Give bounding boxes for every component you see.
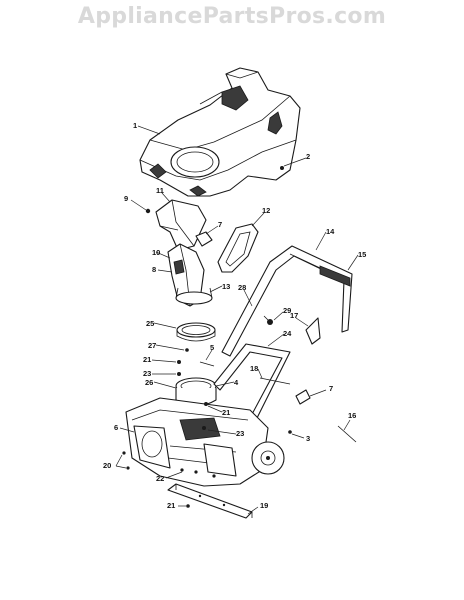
callout-28: 28 xyxy=(238,283,246,292)
part-5-screw[interactable] xyxy=(199,361,215,367)
callout-16: 16 xyxy=(348,411,356,420)
callout-2: 2 xyxy=(306,152,310,161)
part-27-bolt[interactable] xyxy=(185,348,189,352)
part-21-nut-lower[interactable] xyxy=(186,504,190,508)
leader-lines xyxy=(115,125,359,515)
part-23-washer-mid[interactable] xyxy=(202,426,206,430)
part-15-handle-grip[interactable] xyxy=(319,265,351,287)
callout-23-upper: 23 xyxy=(143,369,151,378)
callout-7-lower: 7 xyxy=(329,384,333,393)
callout-4: 4 xyxy=(234,378,239,387)
part-2-screw[interactable] xyxy=(280,166,284,170)
callout-14: 14 xyxy=(326,227,335,236)
part-13-chute-base[interactable] xyxy=(175,287,213,305)
part-21-nut-upper[interactable] xyxy=(177,360,181,364)
part-21-nut-mid[interactable] xyxy=(204,402,208,406)
callout-9: 9 xyxy=(124,194,128,203)
callout-24: 24 xyxy=(283,329,292,338)
callout-13: 13 xyxy=(222,282,230,291)
callout-29: 29 xyxy=(283,306,291,315)
part-7-lower-clip[interactable] xyxy=(295,389,311,405)
callout-27: 27 xyxy=(148,341,156,350)
part-11-chute-deflector[interactable] xyxy=(155,199,207,251)
part-19-scraper-bar[interactable] xyxy=(167,483,253,519)
callout-21-upper: 21 xyxy=(143,355,151,364)
callout-17: 17 xyxy=(290,311,298,320)
part-23-washer-upper[interactable] xyxy=(177,372,181,376)
callout-6: 6 xyxy=(114,423,118,432)
callout-10: 10 xyxy=(152,248,160,257)
part-22-bolt-a[interactable] xyxy=(180,468,184,472)
callout-1: 1 xyxy=(133,121,137,130)
part-3-screw[interactable] xyxy=(288,430,292,434)
callout-19: 19 xyxy=(260,501,268,510)
callout-15: 15 xyxy=(358,250,366,259)
callout-23-mid: 23 xyxy=(236,429,244,438)
callout-21-lower: 21 xyxy=(167,501,175,510)
callout-21-mid: 21 xyxy=(222,408,230,417)
part-22-bolt-b[interactable] xyxy=(194,470,198,474)
callout-7-upper: 7 xyxy=(218,220,222,229)
callout-18: 18 xyxy=(250,364,258,373)
part-22-bolt-c[interactable] xyxy=(212,474,216,478)
part-18-bolt[interactable] xyxy=(259,377,291,385)
watermark-text: AppliancePartsPros.com xyxy=(77,4,387,29)
callout-5: 5 xyxy=(210,343,214,352)
part-17-control-bracket[interactable] xyxy=(305,317,321,345)
part-12-chute-handle[interactable] xyxy=(217,223,259,273)
callout-numbers: 1 2 9 11 7 12 10 8 13 14 15 28 29 17 25 … xyxy=(103,121,366,510)
part-20-bolt-b[interactable] xyxy=(126,466,130,470)
callout-25: 25 xyxy=(146,319,154,328)
part-9-knob[interactable] xyxy=(145,208,151,214)
part-25-chute-ring[interactable] xyxy=(176,322,216,342)
callout-3: 3 xyxy=(306,434,310,443)
part-16-rod[interactable] xyxy=(337,425,357,443)
part-7-clip[interactable] xyxy=(195,231,213,247)
callout-12: 12 xyxy=(262,206,270,215)
wheel[interactable] xyxy=(251,441,285,475)
callout-8: 8 xyxy=(152,265,156,274)
part-29-knob[interactable] xyxy=(267,319,273,325)
callout-22: 22 xyxy=(156,474,164,483)
part-20-bolt-a[interactable] xyxy=(122,451,126,455)
callout-20: 20 xyxy=(103,461,111,470)
callout-26: 26 xyxy=(145,378,153,387)
callout-11: 11 xyxy=(156,186,164,195)
part-1-shroud[interactable] xyxy=(139,67,301,197)
